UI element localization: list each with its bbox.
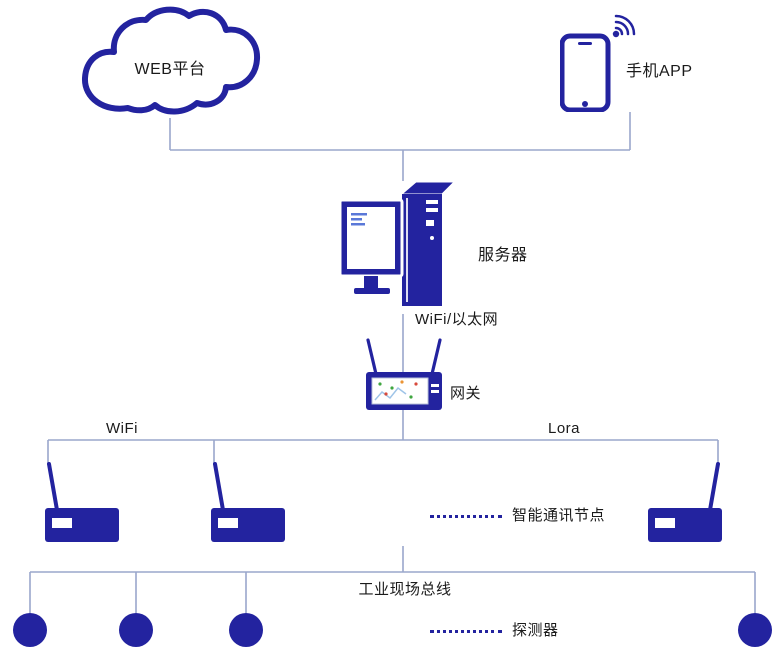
web-platform-label: WEB平台 (134, 61, 206, 78)
gateway-router-icon (364, 338, 444, 412)
comm-node-icon (647, 460, 723, 544)
mobile-phone-icon (560, 12, 644, 112)
detector-icon (229, 613, 263, 647)
gateway-label: 网关 (450, 385, 482, 402)
server-label: 服务器 (478, 247, 528, 264)
detector-icon (119, 613, 153, 647)
comm-node-icon (210, 460, 286, 544)
comm-node-icon (44, 460, 120, 544)
detector-icon (738, 613, 772, 647)
wifi-ethernet-label: WiFi/以太网 (415, 311, 499, 328)
detector-icon (13, 613, 47, 647)
lora-branch-label: Lora (548, 420, 581, 437)
server-icon (338, 178, 466, 314)
detector-label: 探测器 (512, 622, 559, 639)
dotted-separator (430, 515, 502, 518)
gateway-map-screen (371, 377, 429, 405)
mobile-app-label: 手机APP (626, 63, 693, 80)
web-platform-cloud-icon (70, 6, 270, 124)
smart-node-label: 智能通讯节点 (512, 507, 606, 524)
signal-waves-icon (614, 14, 636, 36)
field-bus-label: 工业现场总线 (358, 581, 452, 598)
wifi-branch-label: WiFi (106, 420, 138, 437)
dotted-separator (430, 630, 502, 633)
